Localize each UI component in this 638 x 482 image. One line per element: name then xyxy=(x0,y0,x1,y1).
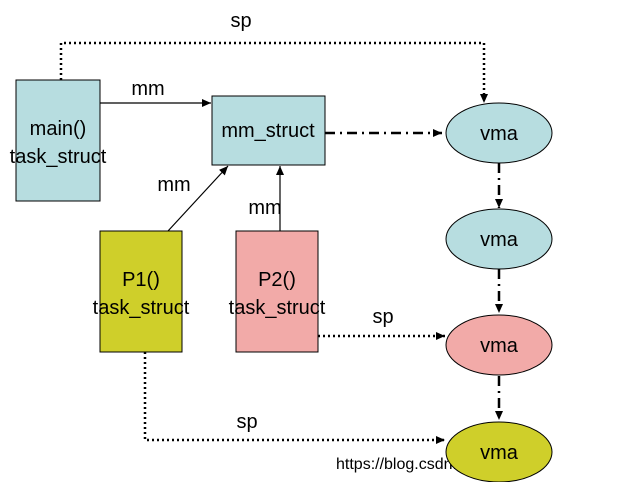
p1-mm-label: mm xyxy=(157,174,190,196)
main-sp-connector xyxy=(59,41,488,103)
main-mm-label: mm xyxy=(131,78,164,100)
p1-task-struct-rect xyxy=(99,230,183,353)
vma-ellipse-3 xyxy=(445,314,553,376)
p2-task-struct-line1: P2() xyxy=(258,269,296,291)
main-task-struct-line2: task_struct xyxy=(10,146,107,168)
vma-node-3: vma xyxy=(445,314,553,376)
mm-struct-rect xyxy=(211,95,326,166)
p2-task-struct-rect xyxy=(235,230,319,353)
p2-task-struct-line2: task_struct xyxy=(229,297,326,319)
main-task-struct-rect xyxy=(15,79,101,202)
vma-label-3: vma xyxy=(480,335,519,357)
vma-ellipse-1 xyxy=(445,102,553,164)
p1-task-struct-line1: P1() xyxy=(122,269,160,291)
vma-ellipse-4 xyxy=(445,421,553,482)
p1-sp-connector xyxy=(143,352,445,444)
p1-task-struct-box: P1() task_struct xyxy=(93,230,190,353)
mm-struct-label: mm_struct xyxy=(221,120,315,142)
vma-label-1: vma xyxy=(480,123,519,145)
vma-node-2: vma xyxy=(445,208,553,270)
vma-node-4: vma xyxy=(445,421,553,482)
vma-ellipse-2 xyxy=(445,208,553,270)
main-task-struct-box: main() task_struct xyxy=(10,79,107,202)
mm-struct-box: mm_struct xyxy=(211,95,326,166)
main-task-struct-line1: main() xyxy=(30,118,87,140)
p2-task-struct-box: P2() task_struct xyxy=(229,230,326,353)
vma-node-1: vma xyxy=(445,102,553,164)
main-sp-label: sp xyxy=(230,10,251,32)
p1-task-struct-line2: task_struct xyxy=(93,297,190,319)
p1-sp-label: sp xyxy=(236,411,257,433)
p1-mm-connector xyxy=(167,165,229,232)
p2-sp-label: sp xyxy=(372,306,393,328)
vma-label-2: vma xyxy=(480,229,519,251)
p2-mm-label: mm xyxy=(248,197,281,219)
vma-label-4: vma xyxy=(480,442,519,464)
